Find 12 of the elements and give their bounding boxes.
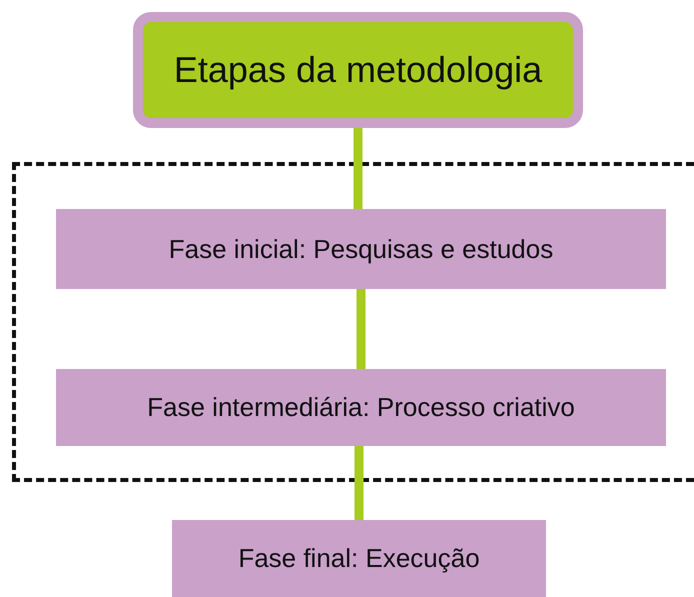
node-label: Fase final: Execução [238, 543, 480, 574]
title-box [133, 12, 583, 128]
phase-box [172, 520, 546, 597]
connector-line [354, 446, 364, 520]
node-label: Fase intermediária: Processo criativo [147, 392, 575, 423]
dashed-group-box [12, 162, 694, 482]
node-label: Etapas da metodologia [174, 49, 542, 91]
connector-line [354, 128, 362, 209]
phase-box [56, 369, 666, 446]
phase-box [56, 209, 666, 289]
node-label: Fase inicial: Pesquisas e estudos [168, 234, 554, 264]
connector-line [356, 289, 366, 369]
